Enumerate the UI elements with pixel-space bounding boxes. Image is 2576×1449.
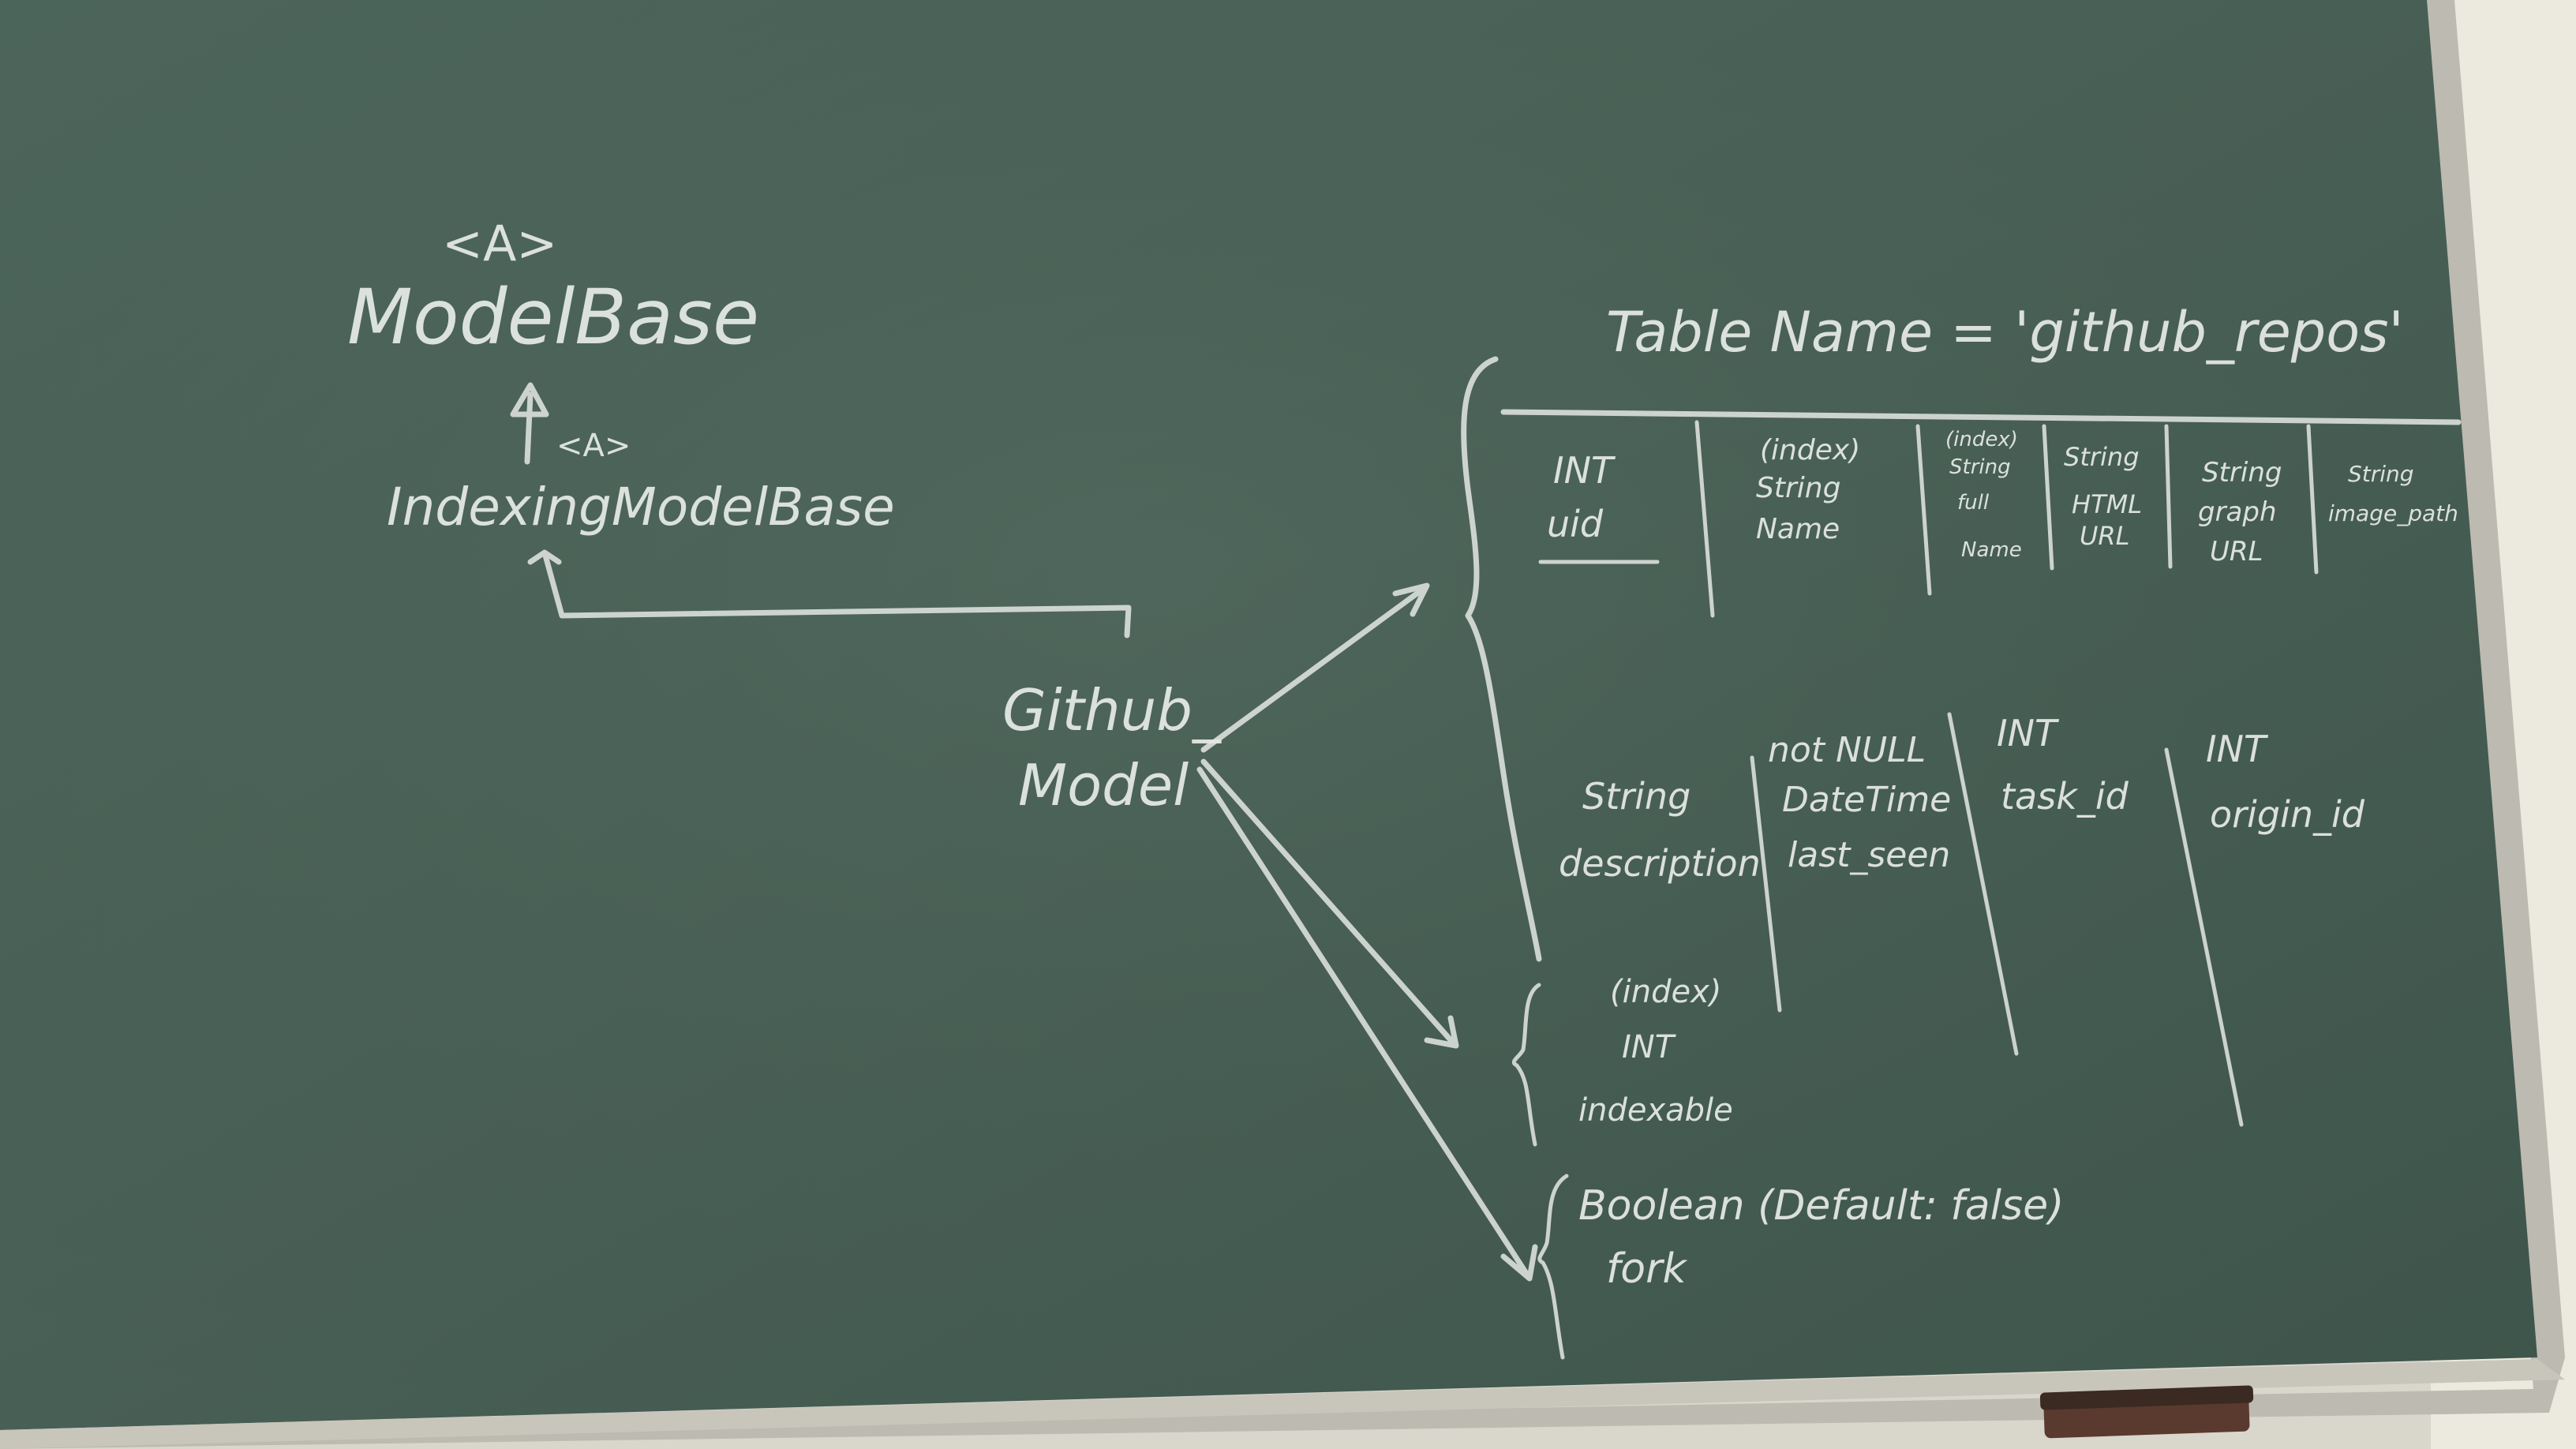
arrow-to-boolean-group: [1196, 766, 1538, 1282]
row1-separators: [1694, 420, 2319, 618]
column-description: String description: [1559, 775, 1761, 885]
github-model-line1: Github_: [1002, 677, 1222, 743]
arrow-to-index-group: [1200, 758, 1459, 1049]
chalk-tray: [0, 1359, 2565, 1449]
column-last-seen: not NULL DateTime last_seen: [1768, 730, 1962, 875]
table-name-label: Table Name = 'github_repos': [1606, 300, 2404, 365]
boolean-group-brace: [1537, 1174, 1569, 1360]
board-sheen: [0, 0, 2537, 1430]
inheritance-connector: [527, 549, 1132, 638]
github-model-line2: Model: [1018, 752, 1189, 818]
column-graph-url: String graph URL: [2198, 457, 2290, 567]
boolean-group-field: fork: [1606, 1245, 1688, 1293]
model-base-title: ModelBase: [347, 273, 759, 361]
indexing-model-base-generic: <A>: [556, 428, 631, 464]
eraser[interactable]: [2039, 1385, 2254, 1439]
column-html-url: String HTML URL: [2064, 442, 2150, 551]
column-image-path: String image_path: [2328, 461, 2458, 526]
indexing-model-base-title: IndexingModelBase: [387, 477, 895, 537]
inheritance-arrow: [510, 382, 549, 465]
index-group: (index) INT indexable: [1578, 974, 1733, 1129]
boolean-group-type: Boolean (Default: false): [1578, 1182, 2064, 1230]
column-task-id: INT task_id: [1997, 712, 2129, 818]
row2-separators: [1750, 712, 2244, 1127]
index-group-brace: [1511, 983, 1541, 1147]
table-header-rule: [1500, 409, 2462, 425]
column-uid: INT uid: [1547, 449, 1625, 545]
column-full-name: (index) String full Name: [1945, 428, 2024, 562]
column-origin-id: INT origin_id: [2206, 728, 2365, 836]
model-base-generic: <A>: [442, 215, 557, 272]
arrow-to-table: [1200, 582, 1430, 753]
table-brace: [1461, 356, 1542, 962]
column-name: (index) String Name: [1756, 434, 1870, 545]
